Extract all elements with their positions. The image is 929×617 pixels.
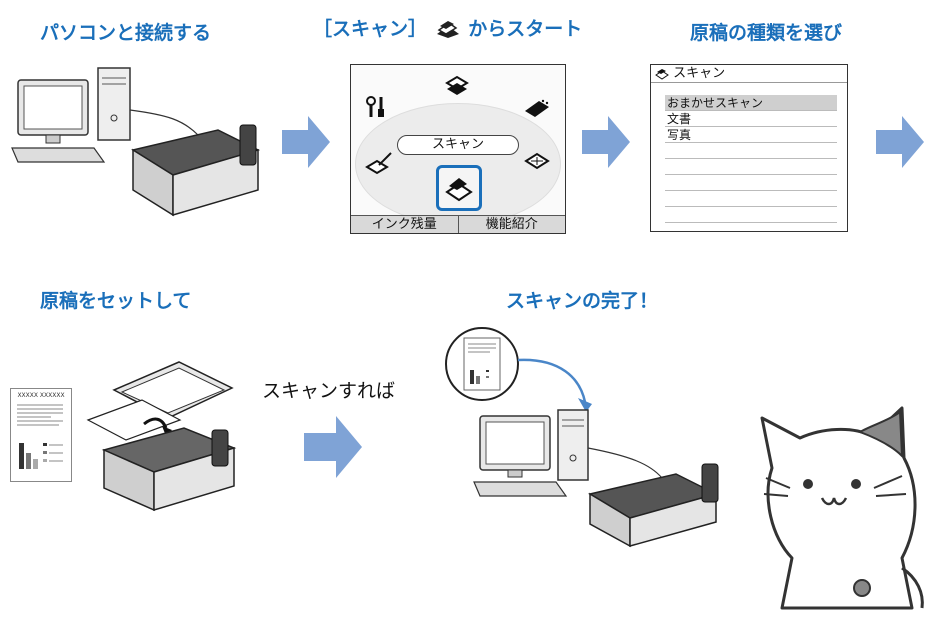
scan-type-option-auto[interactable]: おまかせスキャン (665, 95, 837, 111)
settings-icon (365, 151, 393, 179)
scan-type-screen: スキャン おまかせスキャン 文書 写真 (650, 64, 848, 232)
scan-type-option-document[interactable]: 文書 (665, 111, 837, 127)
scan-menu-item[interactable] (436, 165, 482, 211)
step-2-title: ［スキャン］ からスタート (313, 14, 582, 41)
computer-and-printer-illustration (11, 67, 261, 217)
scan-complete-illustration (445, 327, 719, 548)
screen-function-bar: インク残量 機能紹介 (351, 215, 565, 233)
step-3-title: 原稿の種類を選び (690, 22, 843, 44)
document-header-text: XXXXX XXXXXX (17, 392, 65, 399)
arrow-right-icon (282, 116, 330, 168)
cat-mascot-illustration (760, 406, 924, 610)
scan-button-icon (434, 20, 462, 40)
scan-type-option-photo[interactable]: 写真 (665, 127, 837, 143)
step-2-title-suffix: からスタート (468, 18, 583, 40)
tools-icon (365, 95, 391, 123)
printer-menu-screen: スキャン インク残量 機能紹介 (350, 64, 566, 234)
step-1-title: パソコンと接続する (40, 22, 212, 44)
function-guide-button[interactable]: 機能紹介 (458, 215, 565, 233)
scan-caption: スキャンすれば (262, 380, 396, 402)
printer-open-lid-illustration (86, 361, 237, 512)
scan-type-empty-row (665, 159, 837, 175)
scan-type-empty-row (665, 191, 837, 207)
arrow-right-icon (582, 116, 630, 168)
scan-type-empty-row (665, 143, 837, 159)
document-page: XXXXX XXXXXX (10, 388, 72, 482)
arrow-right-icon (304, 416, 362, 478)
document-content (17, 404, 63, 469)
memory-card-icon (523, 97, 551, 125)
scan-type-header-label: スキャン (673, 66, 726, 81)
scan-header-icon (655, 68, 669, 80)
step-5-title: スキャンの完了！ (506, 290, 659, 312)
step-4-title: 原稿をセットして (40, 290, 192, 312)
photo-print-icon (523, 149, 551, 177)
step-2-title-bracket: ［スキャン］ (313, 18, 428, 40)
copy-icon (443, 73, 471, 103)
scan-type-empty-row (665, 175, 837, 191)
arrow-right-icon (876, 116, 924, 168)
menu-center-label: スキャン (397, 135, 519, 155)
scan-type-empty-row (665, 207, 837, 223)
scan-type-header: スキャン (651, 65, 847, 83)
ink-level-button[interactable]: インク残量 (351, 215, 459, 233)
scan-icon (445, 178, 473, 202)
